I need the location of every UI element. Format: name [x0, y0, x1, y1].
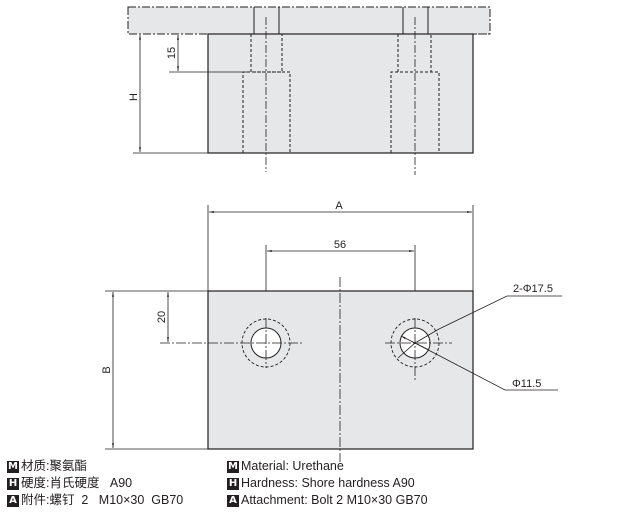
- material-text-en: Material: Urethane: [241, 459, 344, 473]
- left-bolt-hole: [160, 318, 304, 368]
- left-bolt-hole-hidden: [242, 7, 291, 153]
- stopper-block-top: [207, 290, 474, 450]
- hardness-text-en: Hardness: Shore hardness A90: [241, 476, 415, 490]
- counterbore-callout: 2-Φ17.5: [513, 283, 553, 295]
- legend-row-attachment-en: A Attachment: Bolt 2 M10×30 GB70: [227, 492, 428, 509]
- attachment-text: 附件:螺钉 2 M10×30 GB70: [21, 493, 184, 507]
- counterbore-depth-label: 15: [166, 47, 178, 59]
- hardness-badge-icon: H: [227, 477, 239, 490]
- right-bolt-hole: [385, 295, 562, 391]
- stopper-block-side: [207, 33, 474, 154]
- legend-row-attachment: A 附件:螺钉 2 M10×30 GB70: [7, 492, 183, 509]
- hardness-text: 硬度:肖氏硬度 A90: [21, 476, 133, 490]
- hole-offset-label: 20: [156, 311, 168, 323]
- height-label: H: [128, 93, 140, 101]
- right-bolt-hole-hidden: [390, 7, 440, 153]
- depth-label: B: [101, 366, 113, 373]
- attachment-badge-icon: A: [227, 494, 239, 507]
- material-text: 材质:聚氨酯: [21, 459, 87, 473]
- legend-row-material: M 材质:聚氨酯: [7, 458, 183, 475]
- legend-chinese: M 材质:聚氨酯 H 硬度:肖氏硬度 A90 A 附件:螺钉 2 M10×30 …: [7, 458, 183, 509]
- legend-row-material-en: M Material: Urethane: [227, 458, 428, 475]
- width-label: A: [335, 200, 343, 212]
- hole-spacing-label: 56: [334, 239, 346, 251]
- hardness-badge-icon: H: [7, 477, 19, 490]
- material-badge-icon: M: [227, 460, 239, 473]
- through-hole-callout: Φ11.5: [512, 378, 541, 390]
- legend-row-hardness: H 硬度:肖氏硬度 A90: [7, 475, 183, 492]
- legend-row-hardness-en: H Hardness: Shore hardness A90: [227, 475, 428, 492]
- legend-english: M Material: Urethane H Hardness: Shore h…: [227, 458, 428, 509]
- attachment-text-en: Attachment: Bolt 2 M10×30 GB70: [241, 493, 428, 507]
- attachment-badge-icon: A: [7, 494, 19, 507]
- top-view: A 56 2-Φ17.5: [101, 200, 562, 462]
- material-badge-icon: M: [7, 460, 19, 473]
- side-view: H 15: [127, 6, 491, 175]
- mounting-plate-phantom: [127, 6, 491, 35]
